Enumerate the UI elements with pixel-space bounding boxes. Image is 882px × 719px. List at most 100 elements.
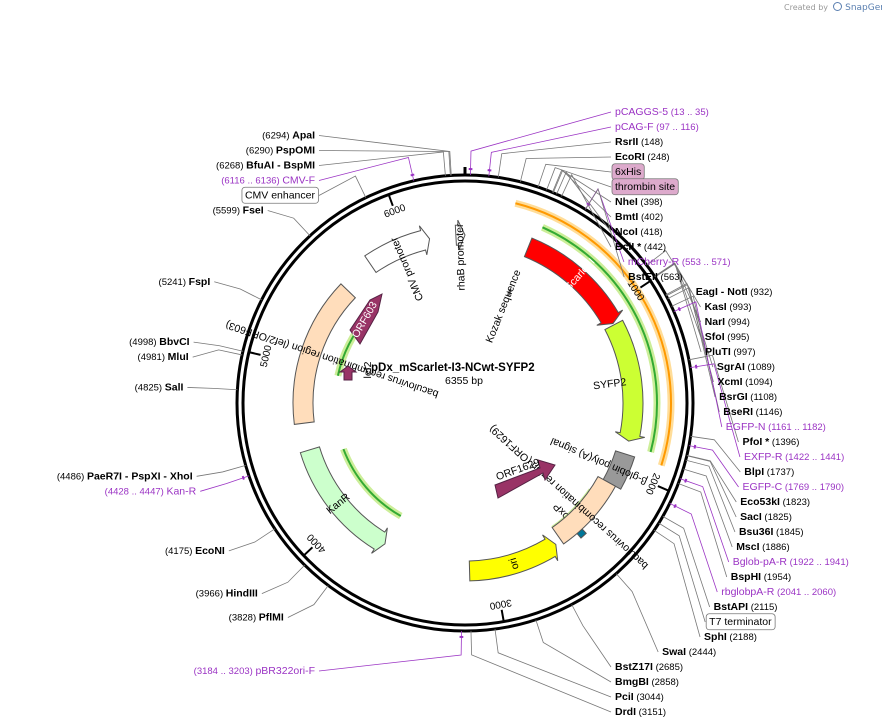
enzyme-name: PspOMI	[276, 144, 315, 156]
tick-mark	[303, 546, 314, 557]
saci-site-label: SacI (1825)	[740, 511, 792, 523]
kozak-arrow	[506, 288, 512, 297]
leader-line	[653, 529, 701, 638]
enzyme-name: XhoI	[170, 470, 193, 482]
lef2-arrow	[338, 365, 358, 381]
orf-outline-arc	[542, 226, 658, 453]
enzyme-position: (4825)	[135, 382, 165, 393]
leader-line	[261, 564, 306, 594]
leader-line	[537, 163, 612, 188]
bglob-pa-r-site-label: Bglob-pA-R (1922 .. 1941)	[733, 556, 849, 568]
bstz17i-site-label: BstZ17I (2685)	[615, 661, 683, 673]
enzyme-position: (4998)	[129, 337, 159, 348]
pcii-site-label: PciI (3044)	[615, 691, 664, 703]
lef2-label: lef2	[362, 361, 374, 378]
tick-mark	[387, 194, 394, 207]
tick-label: 3000	[488, 596, 512, 611]
exfp-r-primer-mark	[694, 364, 698, 369]
mscarlet-i-arrow	[523, 237, 624, 326]
enzyme-position: (5241)	[159, 276, 189, 287]
enzyme-position: (6294)	[262, 130, 292, 141]
bbvci-site-label: (4998) BbvCI	[129, 336, 190, 348]
primer-name: pBR322ori-F	[255, 665, 315, 677]
exfp-r-site-label: EXFP-R (1422 .. 1441)	[744, 451, 844, 463]
cmv-f-primer-mark	[410, 173, 415, 177]
enzyme-name: SalI	[165, 381, 184, 393]
egfp-c-primer-mark	[693, 444, 697, 449]
enzyme-name: SfoI	[705, 331, 725, 343]
enzyme-name: EcoRI	[615, 151, 645, 163]
enzyme-separator: -	[274, 159, 283, 171]
leader-lines-layer	[187, 111, 741, 713]
sfoi-site-label: SfoI (995)	[705, 331, 750, 343]
backbone-inner-circle	[241, 179, 689, 627]
thrombin-site-site-label: thrombin site	[615, 181, 675, 193]
enzyme-name: PfoI *	[742, 436, 770, 448]
leader-line	[665, 282, 714, 368]
egfp-c-site-label: EGFP-C (1769 .. 1790)	[743, 481, 844, 493]
rhab-promoter-arrow	[454, 219, 466, 251]
bac-rec-lef2-label: baculovirus recombination region (lef2/O…	[224, 318, 440, 400]
primer-range: (1161 .. 1182)	[765, 422, 825, 433]
primer-name: EGFP-C	[743, 481, 783, 493]
enzyme-name: DrdI	[615, 706, 636, 718]
enzyme-position: (1845)	[773, 527, 803, 538]
enzyme-name: MluI	[168, 351, 189, 363]
primer-name: Kan-R	[166, 485, 196, 497]
leader-line	[470, 111, 612, 176]
enzyme-position: (5599)	[213, 205, 243, 216]
enzyme-position: (3044)	[634, 692, 664, 703]
enzyme-name: XcmI	[717, 376, 742, 388]
enzyme-position: (398)	[638, 197, 663, 208]
leader-line	[686, 454, 737, 503]
enzyme-position: (997)	[731, 347, 756, 358]
t7-terminator-site-label: T7 terminator	[709, 616, 772, 628]
leader-line	[318, 151, 446, 176]
enzyme-name: BbvCI	[159, 336, 189, 348]
enzyme-separator: -	[718, 286, 727, 298]
enzyme-name: BstZ17I	[615, 661, 653, 673]
leader-line	[662, 516, 711, 608]
blpi-site-label: BlpI (1737)	[744, 466, 794, 478]
pluti-site-label: PluTI (997)	[705, 346, 756, 358]
enzyme-position: (994)	[725, 317, 750, 328]
enzyme-position: (1089)	[745, 362, 775, 373]
apai-site-label: (6294) ApaI	[262, 129, 315, 141]
primer-range: (3184 .. 3203)	[194, 665, 256, 676]
primer-name: EXFP-R	[744, 451, 783, 463]
feature-arcs-layer	[334, 199, 675, 533]
leader-line	[228, 528, 276, 552]
enzyme-name: FseI	[243, 204, 264, 216]
swai-site-label: SwaI (2444)	[662, 646, 716, 658]
bsteii-site-label: BstEII (563)	[628, 271, 683, 283]
nhei-site-label: NheI (398)	[615, 196, 663, 208]
primer-name: mCherry-R	[628, 256, 680, 268]
enzyme-name: BsrGI	[719, 391, 748, 403]
pcag-f-site-label: pCAG-F (97 .. 116)	[615, 121, 699, 133]
rbglobpa-r-site-label: rbglobpA-R (2041 .. 2060)	[721, 586, 836, 598]
enzyme-position: (418)	[638, 227, 663, 238]
tick-mark	[500, 609, 505, 622]
credit-prefix: Created by	[784, 3, 829, 12]
snapgene-credit: Created by SnapGene	[784, 2, 882, 13]
rbglobpa-r-primer-mark	[673, 503, 677, 509]
enzyme-name: BmgBI	[615, 676, 649, 688]
bglob-pa-r-primer-mark	[684, 478, 688, 483]
enzyme-name: MscI	[736, 541, 759, 553]
leader-line	[685, 459, 736, 533]
leader-line	[690, 363, 741, 458]
credit-brand: SnapGene	[845, 3, 882, 13]
enzyme-name: PluTI	[705, 346, 731, 358]
nari-site-label: NarI (994)	[705, 316, 750, 328]
sgrai-site-label: SgrAI (1089)	[717, 361, 775, 373]
enzyme-position: (4175)	[165, 545, 195, 556]
ori-arrow	[468, 534, 559, 582]
enzyme-position: (1825)	[762, 512, 792, 523]
fspi-site-label: (5241) FspI	[159, 276, 211, 288]
leader-line	[192, 349, 243, 358]
primer-range: (97 .. 116)	[654, 122, 699, 133]
enzyme-position: (2115)	[748, 602, 777, 613]
enzyme-position: (4486)	[57, 471, 87, 482]
